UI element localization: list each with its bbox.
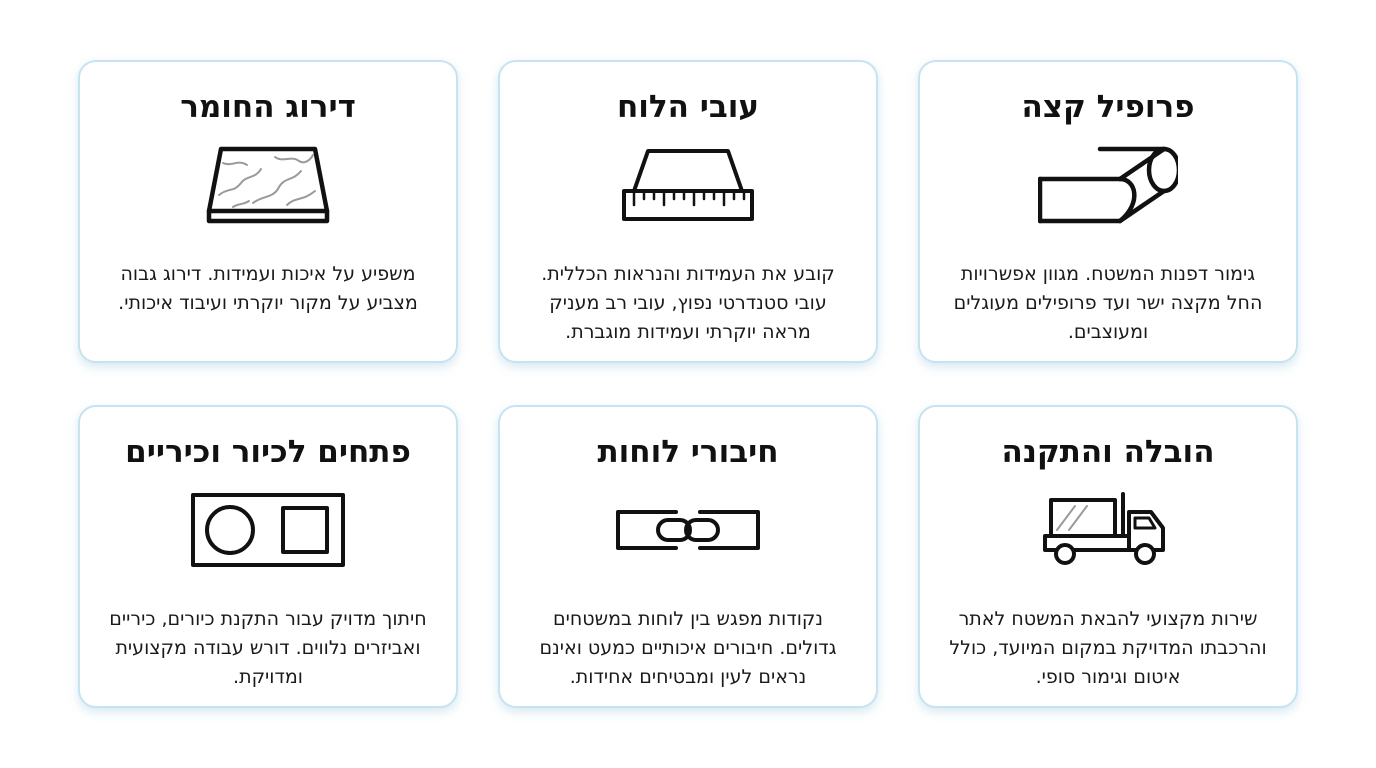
cutouts-icon — [190, 485, 346, 575]
card-title: דירוג החומר — [180, 89, 356, 125]
slab-thickness-icon — [620, 140, 756, 230]
card-description: נקודות מפגש בין לוחות במשטחים גדולים. חי… — [539, 608, 837, 688]
card-title: פתחים לכיור וכיריים — [125, 434, 411, 470]
card-title: פרופיל קצה — [1021, 89, 1195, 125]
card-material-grade: דירוג החומר משפיע על איכות ועמידות. דירו… — [78, 60, 458, 363]
card-slab-thickness: עובי הלוח קובע את העמידות והנראות הכללית… — [498, 60, 878, 363]
edge-profile-icon — [1038, 140, 1178, 230]
marble-slab-icon — [203, 140, 333, 230]
card-sink-cutouts: פתחים לכיור וכיריים חיתוך מדויק עבור התק… — [78, 405, 458, 708]
features-grid: פרופיל קצה גימור דפנות המשטח. מגוון אפשר… — [78, 60, 1298, 708]
card-description: שירות מקצועי להבאת המשטח לאתר והרכבתו המ… — [949, 608, 1267, 688]
card-description: משפיע על איכות ועמידות. דירוג גבוה מצביע… — [118, 263, 418, 314]
card-delivery-installation: הובלה והתקנה שירות מקצועי להבאת המשטח לא… — [918, 405, 1298, 708]
card-description: קובע את העמידות והנראות הכללית. עובי סטנ… — [541, 263, 835, 343]
card-edge-profile: פרופיל קצה גימור דפנות המשטח. מגוון אפשר… — [918, 60, 1298, 363]
card-description: חיתוך מדויק עבור התקנת כיורים, כיריים וא… — [109, 608, 427, 688]
card-description: גימור דפנות המשטח. מגוון אפשרויות החל מק… — [953, 263, 1263, 343]
card-title: חיבורי לוחות — [597, 434, 779, 470]
card-title: עובי הלוח — [616, 89, 760, 125]
card-slab-joints: חיבורי לוחות נקודות מפגש בין לוחות במשטח… — [498, 405, 878, 708]
truck-icon — [1043, 485, 1173, 575]
link-icon — [614, 485, 762, 575]
card-title: הובלה והתקנה — [1001, 434, 1215, 470]
